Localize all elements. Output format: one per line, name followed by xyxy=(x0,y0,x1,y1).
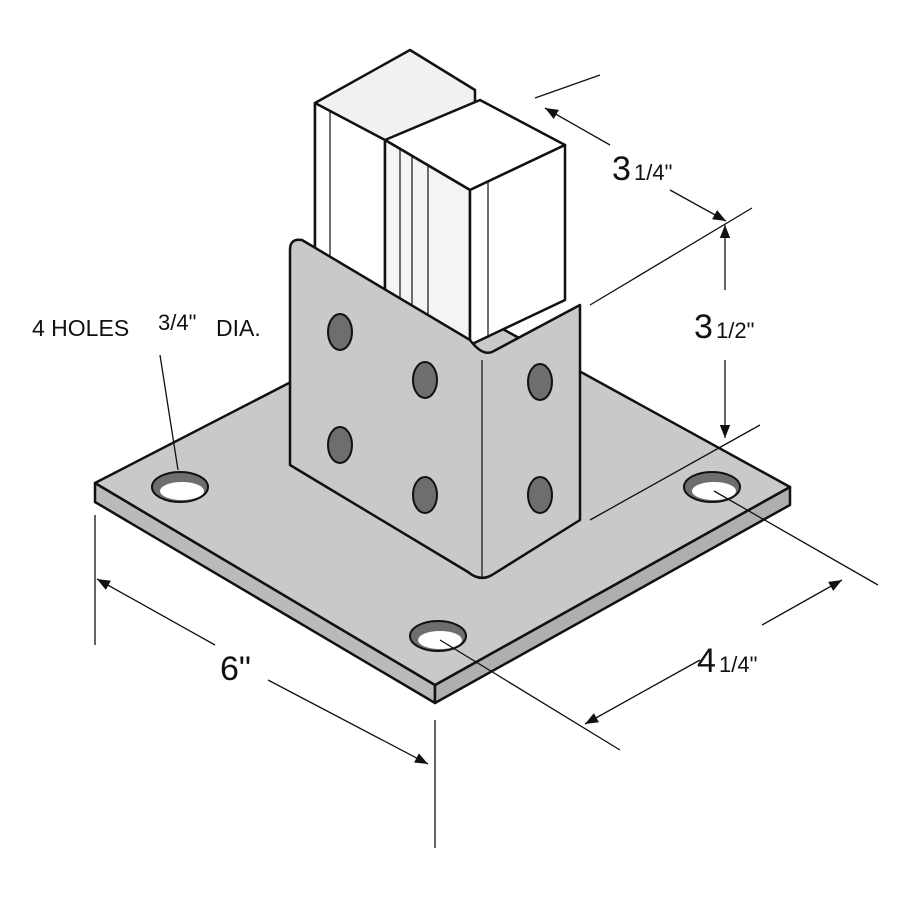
channels xyxy=(313,48,567,347)
dim-width-whole: 3 xyxy=(612,150,631,188)
angle-bracket xyxy=(288,238,582,580)
dim-hole-spacing-frac: 1/4" xyxy=(719,652,757,677)
holes-fraction: 3/4" xyxy=(158,310,196,335)
bracket-holes xyxy=(327,313,553,514)
holes-label: 4 HOLES xyxy=(32,315,129,341)
dimension-lines xyxy=(94,74,879,848)
dim-width-frac: 1/4" xyxy=(634,160,672,185)
holes-dia: DIA. xyxy=(216,315,261,341)
dim-height-frac: 1/2" xyxy=(716,318,754,343)
dim-hole-spacing-whole: 4 xyxy=(697,642,716,680)
dim-height-whole: 3 xyxy=(694,308,713,346)
dim-base-length: 6" xyxy=(220,650,251,688)
